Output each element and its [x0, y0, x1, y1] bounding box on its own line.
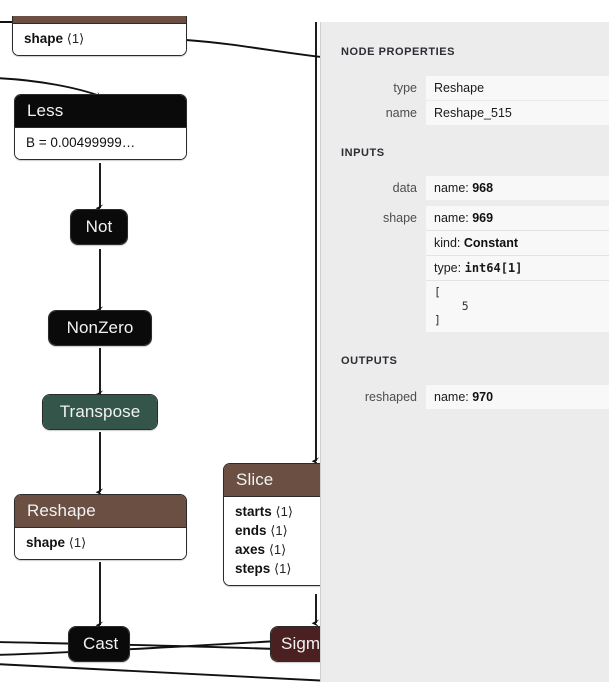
- node-attributes: shape ⟨1⟩: [15, 527, 186, 559]
- input-label-shape: shape: [382, 211, 417, 225]
- output-row-reshaped: reshaped name: 970: [321, 385, 609, 409]
- input-value-stack-data: name: 968: [426, 176, 609, 200]
- node-header-reshape-top: [13, 16, 186, 23]
- node-header-not: Not: [71, 210, 127, 244]
- graph-node-reshape-top[interactable]: shape ⟨1⟩: [12, 16, 187, 56]
- input-label-data: data: [392, 181, 417, 195]
- edge-to-less: [0, 77, 105, 101]
- node-attributes: starts ⟨1⟩ ends ⟨1⟩ axes ⟨1⟩ steps ⟨1⟩: [224, 496, 328, 585]
- node-attr-shape: shape ⟨1⟩: [26, 535, 87, 550]
- graph-node-slice[interactable]: Slice starts ⟨1⟩ ends ⟨1⟩ axes ⟨1⟩ steps…: [223, 463, 328, 586]
- input-field-value: Constant: [463, 236, 519, 250]
- node-header-slice: Slice: [224, 464, 328, 496]
- graph-node-reshape-bottom[interactable]: Reshape shape ⟨1⟩: [14, 494, 187, 560]
- node-attr-starts: starts ⟨1⟩: [235, 504, 293, 519]
- input-row-shape: shape name: 969 kind: Constant type: int…: [321, 206, 609, 332]
- node-attributes: shape ⟨1⟩: [13, 23, 186, 55]
- input-value-name[interactable]: name: 969: [426, 206, 609, 231]
- node-header-less: Less: [15, 95, 186, 127]
- node-attributes: B = 0.00499999…: [15, 127, 186, 159]
- input-value-type[interactable]: type: int64[1]: [426, 256, 609, 281]
- output-value-stack: name: 970: [426, 385, 609, 409]
- node-attr-shape: shape ⟨1⟩: [24, 31, 85, 46]
- node-header-cast: Cast: [69, 627, 129, 661]
- section-title-inputs: INPUTS: [341, 147, 385, 159]
- output-field-label: name:: [434, 390, 469, 404]
- node-header-sigmoid: Sigm: [271, 627, 328, 661]
- section-title-node-properties: NODE PROPERTIES: [341, 46, 455, 58]
- property-value-type[interactable]: Reshape: [426, 76, 609, 100]
- property-row-name: name Reshape_515: [321, 101, 609, 125]
- graph-node-cast[interactable]: Cast: [68, 626, 130, 662]
- property-label-type: type: [393, 81, 417, 95]
- property-label-name: name: [385, 106, 417, 120]
- node-header-reshape-bottom: Reshape: [15, 495, 186, 527]
- graph-node-not[interactable]: Not: [70, 209, 128, 245]
- graph-node-sigmoid[interactable]: Sigm: [270, 626, 328, 662]
- input-field-label: name:: [434, 211, 469, 225]
- edge-reshape-top-right: [185, 39, 331, 59]
- graph-node-nonzero[interactable]: NonZero: [48, 310, 152, 346]
- input-field-value: 968: [472, 181, 494, 195]
- input-value-stack-shape: name: 969 kind: Constant type: int64[1] …: [426, 206, 609, 332]
- node-attr-ends: ends ⟨1⟩: [235, 523, 288, 538]
- node-properties-panel: NODE PROPERTIES type Reshape name Reshap…: [320, 22, 609, 682]
- input-field-value: 969: [472, 211, 494, 225]
- input-field-label: kind:: [434, 236, 461, 250]
- input-value-array[interactable]: [ 5 ]: [426, 281, 609, 332]
- graph-node-less[interactable]: Less B = 0.00499999…: [14, 94, 187, 160]
- node-header-transpose: Transpose: [43, 395, 157, 429]
- node-attr-axes: axes ⟨1⟩: [235, 542, 287, 557]
- section-title-outputs: OUTPUTS: [341, 355, 398, 367]
- node-attr-steps: steps ⟨1⟩: [235, 561, 292, 576]
- edge-cross-3: [0, 663, 331, 682]
- input-value-kind[interactable]: kind: Constant: [426, 231, 609, 256]
- input-field-label: type:: [434, 261, 462, 275]
- graph-node-transpose[interactable]: Transpose: [42, 394, 158, 430]
- input-field-value: int64[1]: [464, 261, 523, 275]
- output-label-reshaped: reshaped: [364, 390, 417, 404]
- input-value-name[interactable]: name: 968: [426, 176, 609, 200]
- input-row-data: data name: 968: [321, 176, 609, 200]
- property-row-type: type Reshape: [321, 76, 609, 100]
- input-field-label: name:: [434, 181, 469, 195]
- node-header-nonzero: NonZero: [49, 311, 151, 345]
- output-value-name[interactable]: name: 970: [426, 385, 609, 409]
- node-attr-b: B = 0.00499999…: [26, 135, 136, 150]
- property-value-name[interactable]: Reshape_515: [426, 101, 609, 125]
- output-field-value: 970: [472, 390, 494, 404]
